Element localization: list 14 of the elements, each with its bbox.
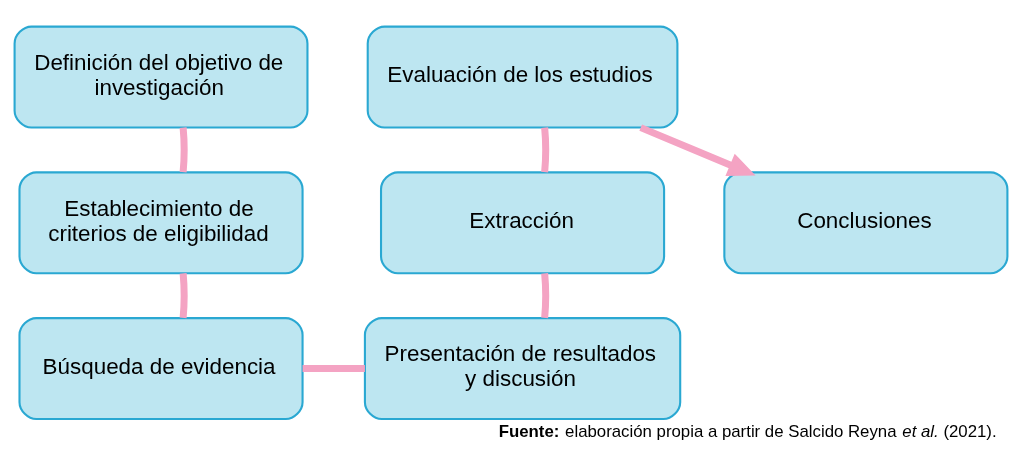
node-box: Establecimiento de criterios de eligibilidad xyxy=(18,170,304,274)
connector xyxy=(541,272,550,318)
node-box: Definición del objetivo de investigación xyxy=(13,25,309,129)
node-box: Conclusiones xyxy=(723,170,1009,274)
node-box: Extracción xyxy=(379,170,666,274)
arrow xyxy=(639,123,756,176)
node-box: Evaluación de los estudios xyxy=(366,25,679,129)
connector xyxy=(302,364,365,372)
node-box: Presentación de resultados y discusión xyxy=(363,316,682,420)
connector xyxy=(179,272,188,318)
connector xyxy=(541,126,550,172)
caption: Fuente: elaboración propia a partir de Salcido Reyna et al. (2021). xyxy=(498,421,997,441)
node-box: Búsqueda de evidencia xyxy=(18,316,304,420)
connector xyxy=(179,126,188,172)
